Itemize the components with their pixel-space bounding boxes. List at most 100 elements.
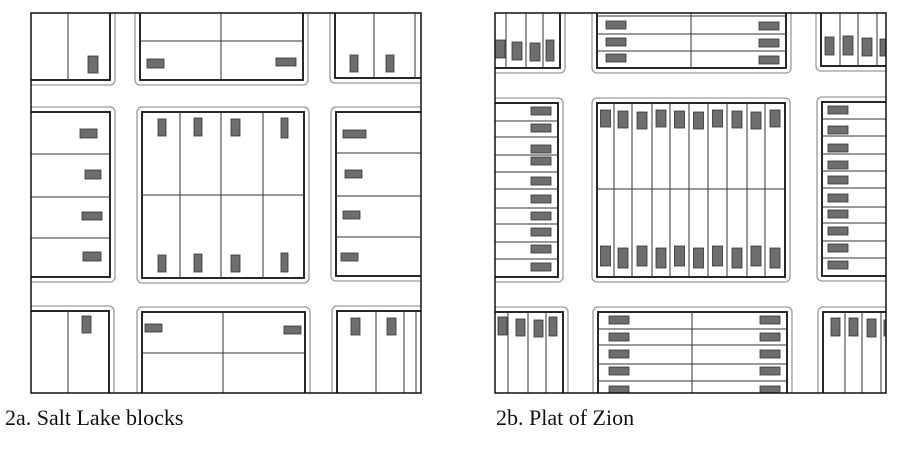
house-footprint [230, 254, 241, 273]
house-footprint [530, 156, 552, 166]
street-curb-outline [31, 13, 116, 86]
house-footprint [342, 129, 367, 139]
house-footprint [157, 118, 167, 137]
house-footprint [769, 247, 781, 269]
house-footprint [750, 245, 762, 267]
street-curb-outline [495, 306, 569, 393]
house-footprint [386, 317, 397, 336]
caption-plat-of-zion: 2b. Plat of Zion [496, 405, 635, 430]
house-footprint [883, 319, 886, 337]
house-footprint [842, 35, 854, 56]
house-footprint [79, 128, 98, 139]
house-footprint [636, 111, 648, 130]
house-footprint [84, 169, 102, 180]
street-curb-outline [330, 106, 421, 282]
house-footprint [674, 245, 685, 267]
panel-frame [30, 12, 422, 394]
house-footprint [81, 315, 92, 334]
house-footprint [750, 111, 762, 130]
house-footprint [340, 252, 359, 262]
house-footprint [533, 319, 544, 338]
house-footprint [759, 349, 781, 359]
house-footprint [674, 110, 685, 129]
house-footprint [759, 385, 781, 393]
house-footprint [827, 260, 849, 270]
street-curb-outline [134, 13, 309, 86]
house-footprint [712, 245, 723, 267]
house-footprint [545, 39, 555, 62]
house-footprint [655, 247, 667, 269]
house-footprint [605, 53, 627, 63]
house-footprint [827, 175, 849, 185]
house-footprint [608, 315, 630, 325]
street-curb-outline [331, 305, 421, 393]
house-footprint [827, 209, 849, 219]
city-block [31, 111, 111, 278]
house-footprint [385, 54, 395, 73]
house-footprint [827, 143, 849, 153]
house-footprint [608, 366, 630, 376]
house-footprint [866, 318, 877, 338]
house-footprint [712, 109, 723, 128]
house-footprint [600, 245, 611, 267]
house-footprint [144, 323, 163, 333]
street-curb-outline [136, 306, 311, 393]
house-footprint [283, 325, 302, 335]
house-footprint [600, 109, 611, 128]
house-footprint [693, 247, 704, 269]
house-footprint [530, 106, 552, 116]
street-curb-outline [816, 96, 886, 282]
house-footprint [530, 123, 552, 133]
house-footprint [636, 245, 648, 267]
house-footprint [530, 244, 552, 254]
house-footprint [515, 318, 526, 337]
house-footprint [848, 317, 859, 337]
house-footprint [608, 385, 630, 393]
house-footprint [759, 366, 781, 376]
house-footprint [530, 262, 552, 272]
house-footprint [605, 37, 627, 47]
house-footprint [157, 254, 167, 273]
street-curb-outline [136, 106, 310, 284]
house-footprint [758, 38, 780, 48]
house-footprint [824, 36, 835, 56]
panel-frame [494, 12, 887, 394]
street-curb-outline [31, 305, 115, 393]
house-footprint [146, 58, 165, 69]
house-footprint [879, 38, 886, 57]
house-footprint [617, 110, 629, 129]
house-footprint [759, 332, 781, 342]
house-footprint [193, 117, 203, 137]
street-curb-outline [817, 306, 886, 393]
house-footprint [693, 111, 704, 130]
house-footprint [350, 317, 361, 336]
street-curb-outline [815, 13, 886, 72]
house-footprint [87, 55, 99, 74]
house-footprint [81, 211, 103, 221]
house-footprint [193, 253, 203, 273]
caption-salt-lake-blocks: 2a. Salt Lake blocks [5, 405, 184, 430]
house-footprint [342, 210, 361, 220]
street-curb-outline [591, 97, 791, 283]
house-footprint [758, 55, 780, 65]
city-block [334, 13, 421, 79]
street-curb-outline [591, 13, 792, 74]
house-footprint [530, 211, 552, 221]
house-footprint [548, 316, 558, 337]
house-footprint [530, 176, 552, 186]
house-footprint [827, 226, 849, 236]
house-footprint [830, 317, 841, 337]
house-footprint [349, 54, 359, 73]
house-footprint [655, 109, 667, 128]
street-curb-outline [592, 306, 793, 393]
house-footprint [608, 349, 630, 359]
house-footprint [530, 194, 552, 204]
house-footprint [608, 332, 630, 342]
street-curb-outline [31, 106, 116, 283]
house-footprint [275, 57, 297, 67]
street-curb-outline [329, 13, 421, 84]
house-footprint [731, 110, 743, 129]
house-footprint [758, 21, 780, 31]
house-footprint [827, 243, 849, 253]
